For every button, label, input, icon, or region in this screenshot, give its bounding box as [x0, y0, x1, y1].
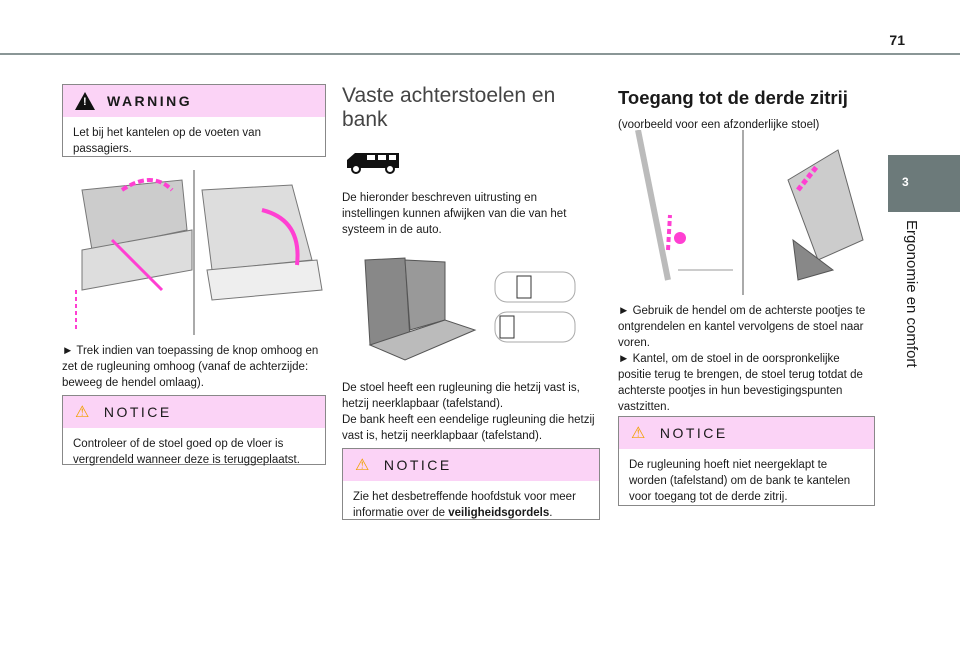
notice-title: NOTICE [103, 404, 172, 420]
notice-header: ⚠ NOTICE [343, 449, 599, 481]
notice-title: NOTICE [659, 425, 728, 441]
notice-header: ⚠ NOTICE [63, 396, 325, 428]
bench-seat-illustration [364, 257, 576, 361]
warning-text: Let bij het kantelen op de voeten van pa… [73, 127, 261, 155]
page-number: 71 [889, 32, 905, 48]
warning-icon: ⚠ [75, 404, 92, 421]
section-title: Vaste achterstoelen en bank [342, 84, 556, 131]
notice-text: Controleer of de stoel goed op de vloer … [73, 438, 300, 466]
notice-box-middle: ⚠ NOTICE Zie het desbetreffende hoofdstuk… [342, 448, 600, 520]
warning-header: ! WARNING [63, 85, 325, 117]
van-icon [347, 153, 399, 174]
notice-title: NOTICE [383, 457, 452, 473]
notice-text: De rugleuning hoeft niet neergeklapt te … [629, 459, 851, 503]
warning-icon: ⚠ [355, 457, 372, 474]
middle-intro: De hieronder beschreven uitrusting en in… [342, 192, 567, 236]
right-step-2: ► Kantel, om de stoel in de oorspronkeli… [618, 353, 863, 413]
header-rule [0, 53, 960, 55]
warning-box: ! WARNING Let bij het kantelen op de voet… [62, 84, 326, 157]
section-title-third-row: Toegang tot de derde zitrij [618, 87, 848, 108]
warning-title: WARNING [107, 93, 193, 109]
left-instruction: ► Trek indien van toepassing de knop omh… [62, 345, 319, 389]
middle-text-1: De stoel heeft een rugleuning die hetzij… [342, 382, 580, 410]
notice-header: ⚠ NOTICE [619, 417, 874, 449]
warning-icon: ! [75, 92, 95, 110]
notice-text: Zie het desbetreffende hoofdstuk voor me… [353, 491, 576, 519]
notice-box-right: ⚠ NOTICE De rugleuning hoeft niet neergek… [618, 416, 875, 506]
chapter-tab[interactable]: 3 [888, 155, 960, 212]
right-step-1: ► Gebruik de hendel om de achterste poot… [618, 305, 866, 349]
seat-fold-illustration [75, 170, 323, 335]
chapter-title: Ergonomie en comfort [903, 220, 920, 368]
warning-icon: ⚠ [631, 425, 648, 442]
middle-text-2: De bank heeft een eendelige rugleuning d… [342, 414, 595, 442]
right-subtitle: (voorbeeld voor een afzonderlijke stoel) [618, 119, 820, 131]
seatbelts-link[interactable]: veiligheidsgordels [448, 507, 550, 519]
third-row-access-illustration [635, 130, 864, 295]
notice-box-left: ⚠ NOTICE Controleer of de stoel goed op d… [62, 395, 326, 466]
